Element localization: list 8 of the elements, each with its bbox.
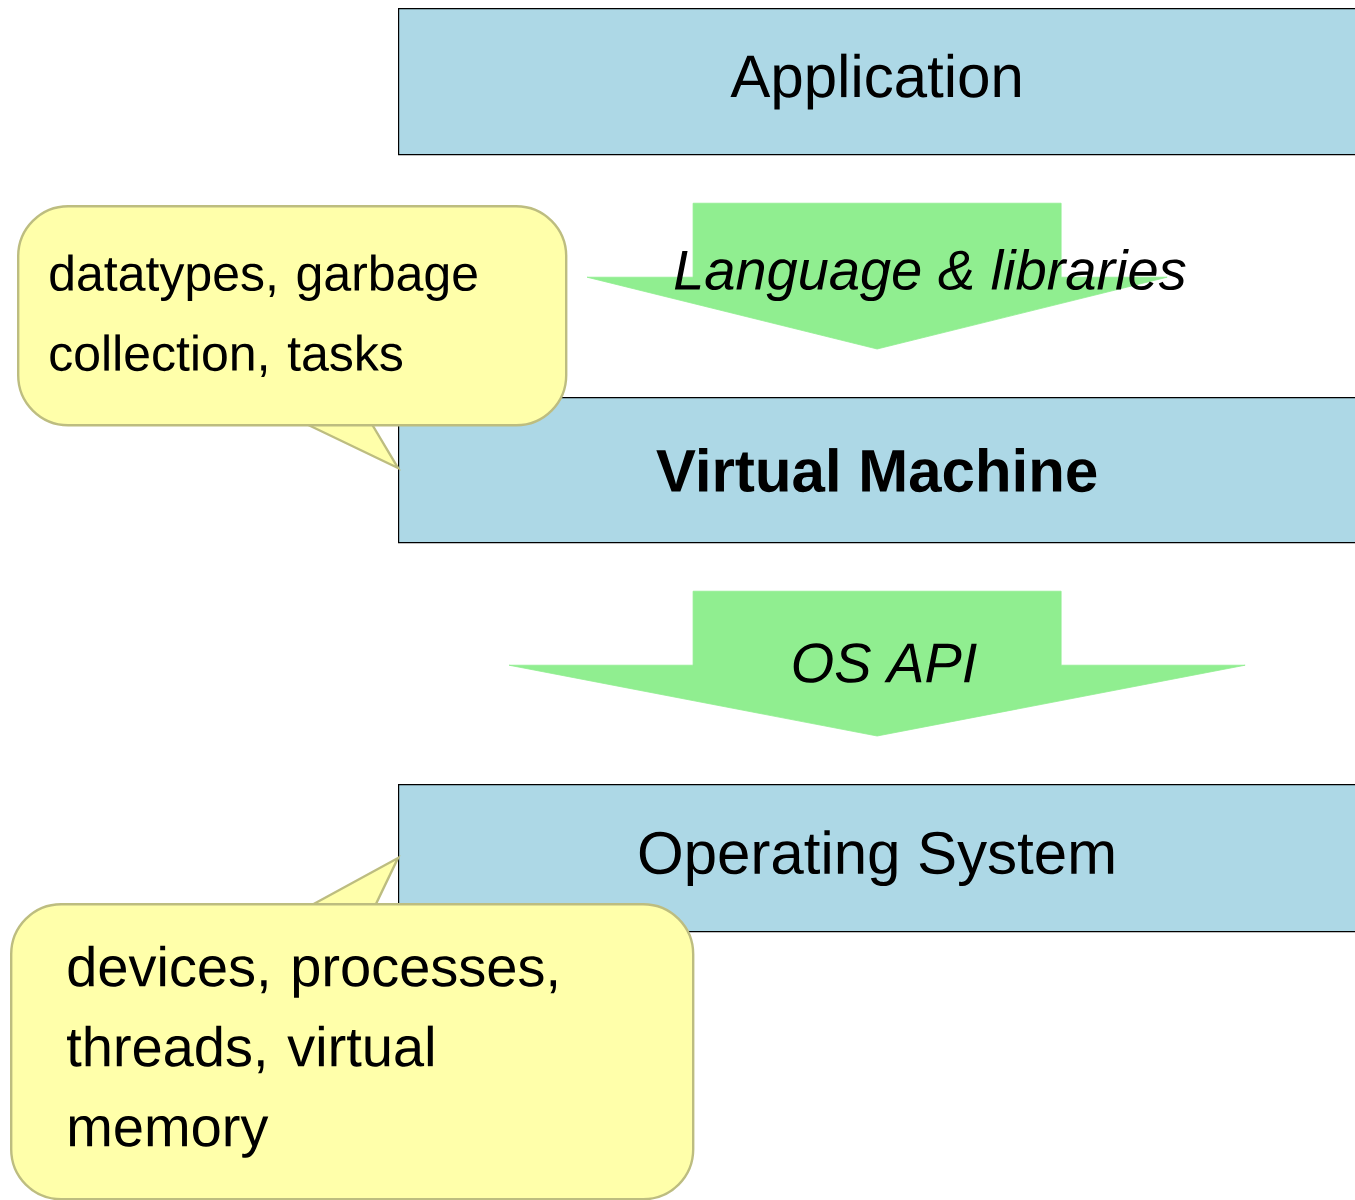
layer-box: Operating System xyxy=(398,784,1355,933)
block-arrow xyxy=(508,590,1246,737)
layer-box: Virtual Machine xyxy=(398,397,1355,544)
edge-label: OS API xyxy=(793,643,977,683)
callout-bubble: datatypes, garbage collection, tasks xyxy=(17,205,568,471)
layer-box: Application xyxy=(398,8,1355,156)
edge-label: Language & libraries xyxy=(674,248,1186,302)
block-arrow xyxy=(586,202,1168,350)
